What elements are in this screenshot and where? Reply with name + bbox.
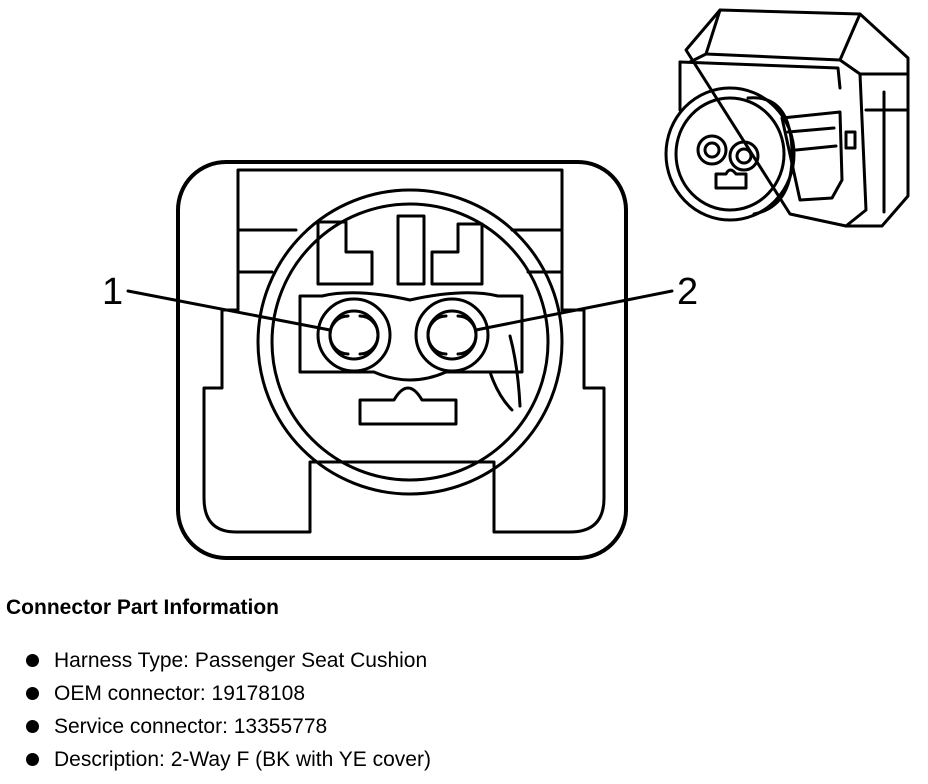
info-item-text: Description: 2-Way F (BK with YE cover) bbox=[54, 748, 431, 771]
mating-face-inner bbox=[270, 202, 550, 482]
info-item-service-connector: Service connector: 13355778 bbox=[6, 710, 906, 743]
mating-face-outer bbox=[256, 188, 564, 496]
pin-label-1: 1 bbox=[102, 271, 123, 313]
housing-inner bbox=[202, 168, 606, 534]
latch-key-right bbox=[430, 222, 484, 286]
latch-key-center bbox=[396, 214, 426, 286]
info-title: Connector Part Information bbox=[6, 596, 280, 619]
pin-label-2: 2 bbox=[677, 271, 698, 313]
info-item-text: Service connector: 13355778 bbox=[54, 715, 328, 738]
connector-isometric-view bbox=[664, 8, 910, 228]
bullet-icon bbox=[26, 687, 39, 700]
info-item-text: Harness Type: Passenger Seat Cushion bbox=[54, 649, 428, 672]
bullet-icon bbox=[26, 720, 39, 733]
pin-cavity-2 bbox=[414, 297, 490, 373]
info-list: Harness Type: Passenger Seat Cushion OEM… bbox=[6, 644, 906, 776]
info-item-harness-type: Harness Type: Passenger Seat Cushion bbox=[6, 644, 906, 677]
info-item-oem-connector: OEM connector: 19178108 bbox=[6, 677, 906, 710]
latch-key-left bbox=[316, 220, 374, 286]
housing-outer bbox=[176, 160, 628, 560]
polarization-key bbox=[358, 386, 458, 426]
bullet-icon bbox=[26, 753, 39, 766]
pin-cavity-1 bbox=[316, 297, 392, 373]
pin-carrier bbox=[298, 291, 524, 382]
leader-line-2 bbox=[474, 289, 674, 332]
info-item-text: OEM connector: 19178108 bbox=[54, 682, 305, 705]
bullet-icon bbox=[26, 654, 39, 667]
info-item-description: Description: 2-Way F (BK with YE cover) bbox=[6, 743, 906, 776]
connector-part-information: Connector Part Information Harness Type:… bbox=[6, 596, 906, 776]
connector-diagram: 1 2 bbox=[102, 8, 910, 560]
connector-face-view bbox=[126, 160, 674, 560]
leader-line-1 bbox=[126, 289, 332, 332]
